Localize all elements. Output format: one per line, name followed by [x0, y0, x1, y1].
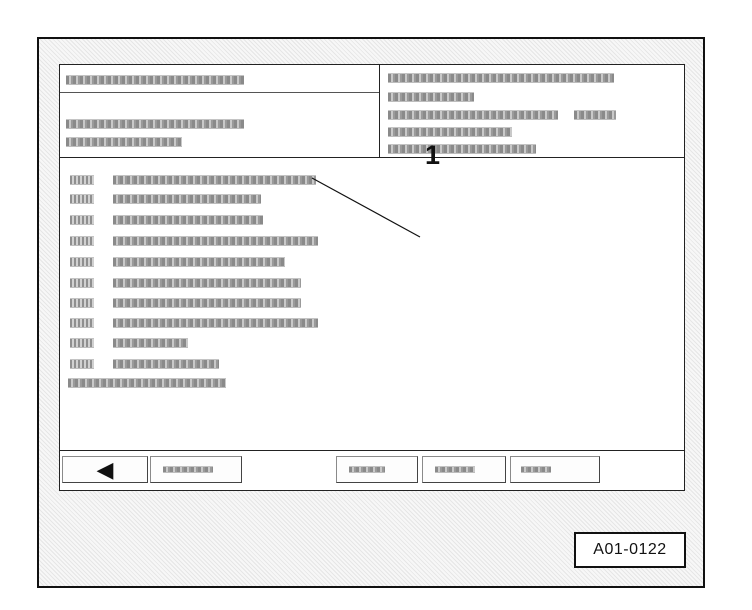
row-text	[113, 359, 219, 369]
blurred-text-line	[66, 75, 244, 85]
function-button-4[interactable]	[422, 456, 506, 483]
row-text	[68, 378, 226, 388]
row-text	[113, 215, 263, 225]
callout-number: 1	[425, 140, 441, 170]
header-right-panel	[380, 65, 684, 158]
row-code	[70, 215, 94, 225]
row-code	[70, 338, 94, 348]
row-code	[70, 194, 94, 204]
left-arrow-icon: ◀	[96, 456, 114, 482]
blurred-button-label	[163, 466, 213, 473]
header-left-panel	[60, 65, 380, 158]
row-code	[70, 298, 94, 308]
function-button-5[interactable]	[510, 456, 600, 483]
row-text	[113, 278, 301, 288]
blurred-button-label	[521, 466, 551, 473]
blurred-text-line	[388, 73, 614, 83]
reference-code: A01-0122	[574, 532, 686, 568]
toolbar: ◀	[60, 450, 684, 490]
blurred-button-label	[349, 466, 385, 473]
row-text	[113, 298, 301, 308]
function-button-3[interactable]	[336, 456, 418, 483]
blurred-text-line	[388, 127, 512, 137]
blurred-button-label	[435, 466, 475, 473]
back-button[interactable]: ◀	[62, 456, 148, 483]
header-divider	[60, 92, 379, 93]
row-text	[113, 194, 261, 204]
blurred-text-line	[66, 137, 182, 147]
row-code	[70, 278, 94, 288]
row-text	[113, 257, 285, 267]
tester-screen: ◀ 1	[59, 64, 685, 491]
row-code	[70, 359, 94, 369]
blurred-text-line	[388, 144, 536, 154]
row-text	[113, 338, 188, 348]
blurred-text-line	[388, 92, 474, 102]
row-text	[113, 318, 318, 328]
row-code	[70, 175, 94, 185]
row-code	[70, 236, 94, 246]
function-button-2[interactable]	[150, 456, 242, 483]
row-text	[113, 236, 318, 246]
blurred-text-line	[574, 110, 616, 120]
blurred-text-line	[66, 119, 244, 129]
row-code	[70, 318, 94, 328]
figure-frame: ◀ 1 A01-0122	[37, 37, 705, 588]
row-text	[113, 175, 316, 185]
blurred-text-line	[388, 110, 558, 120]
row-code	[70, 257, 94, 267]
